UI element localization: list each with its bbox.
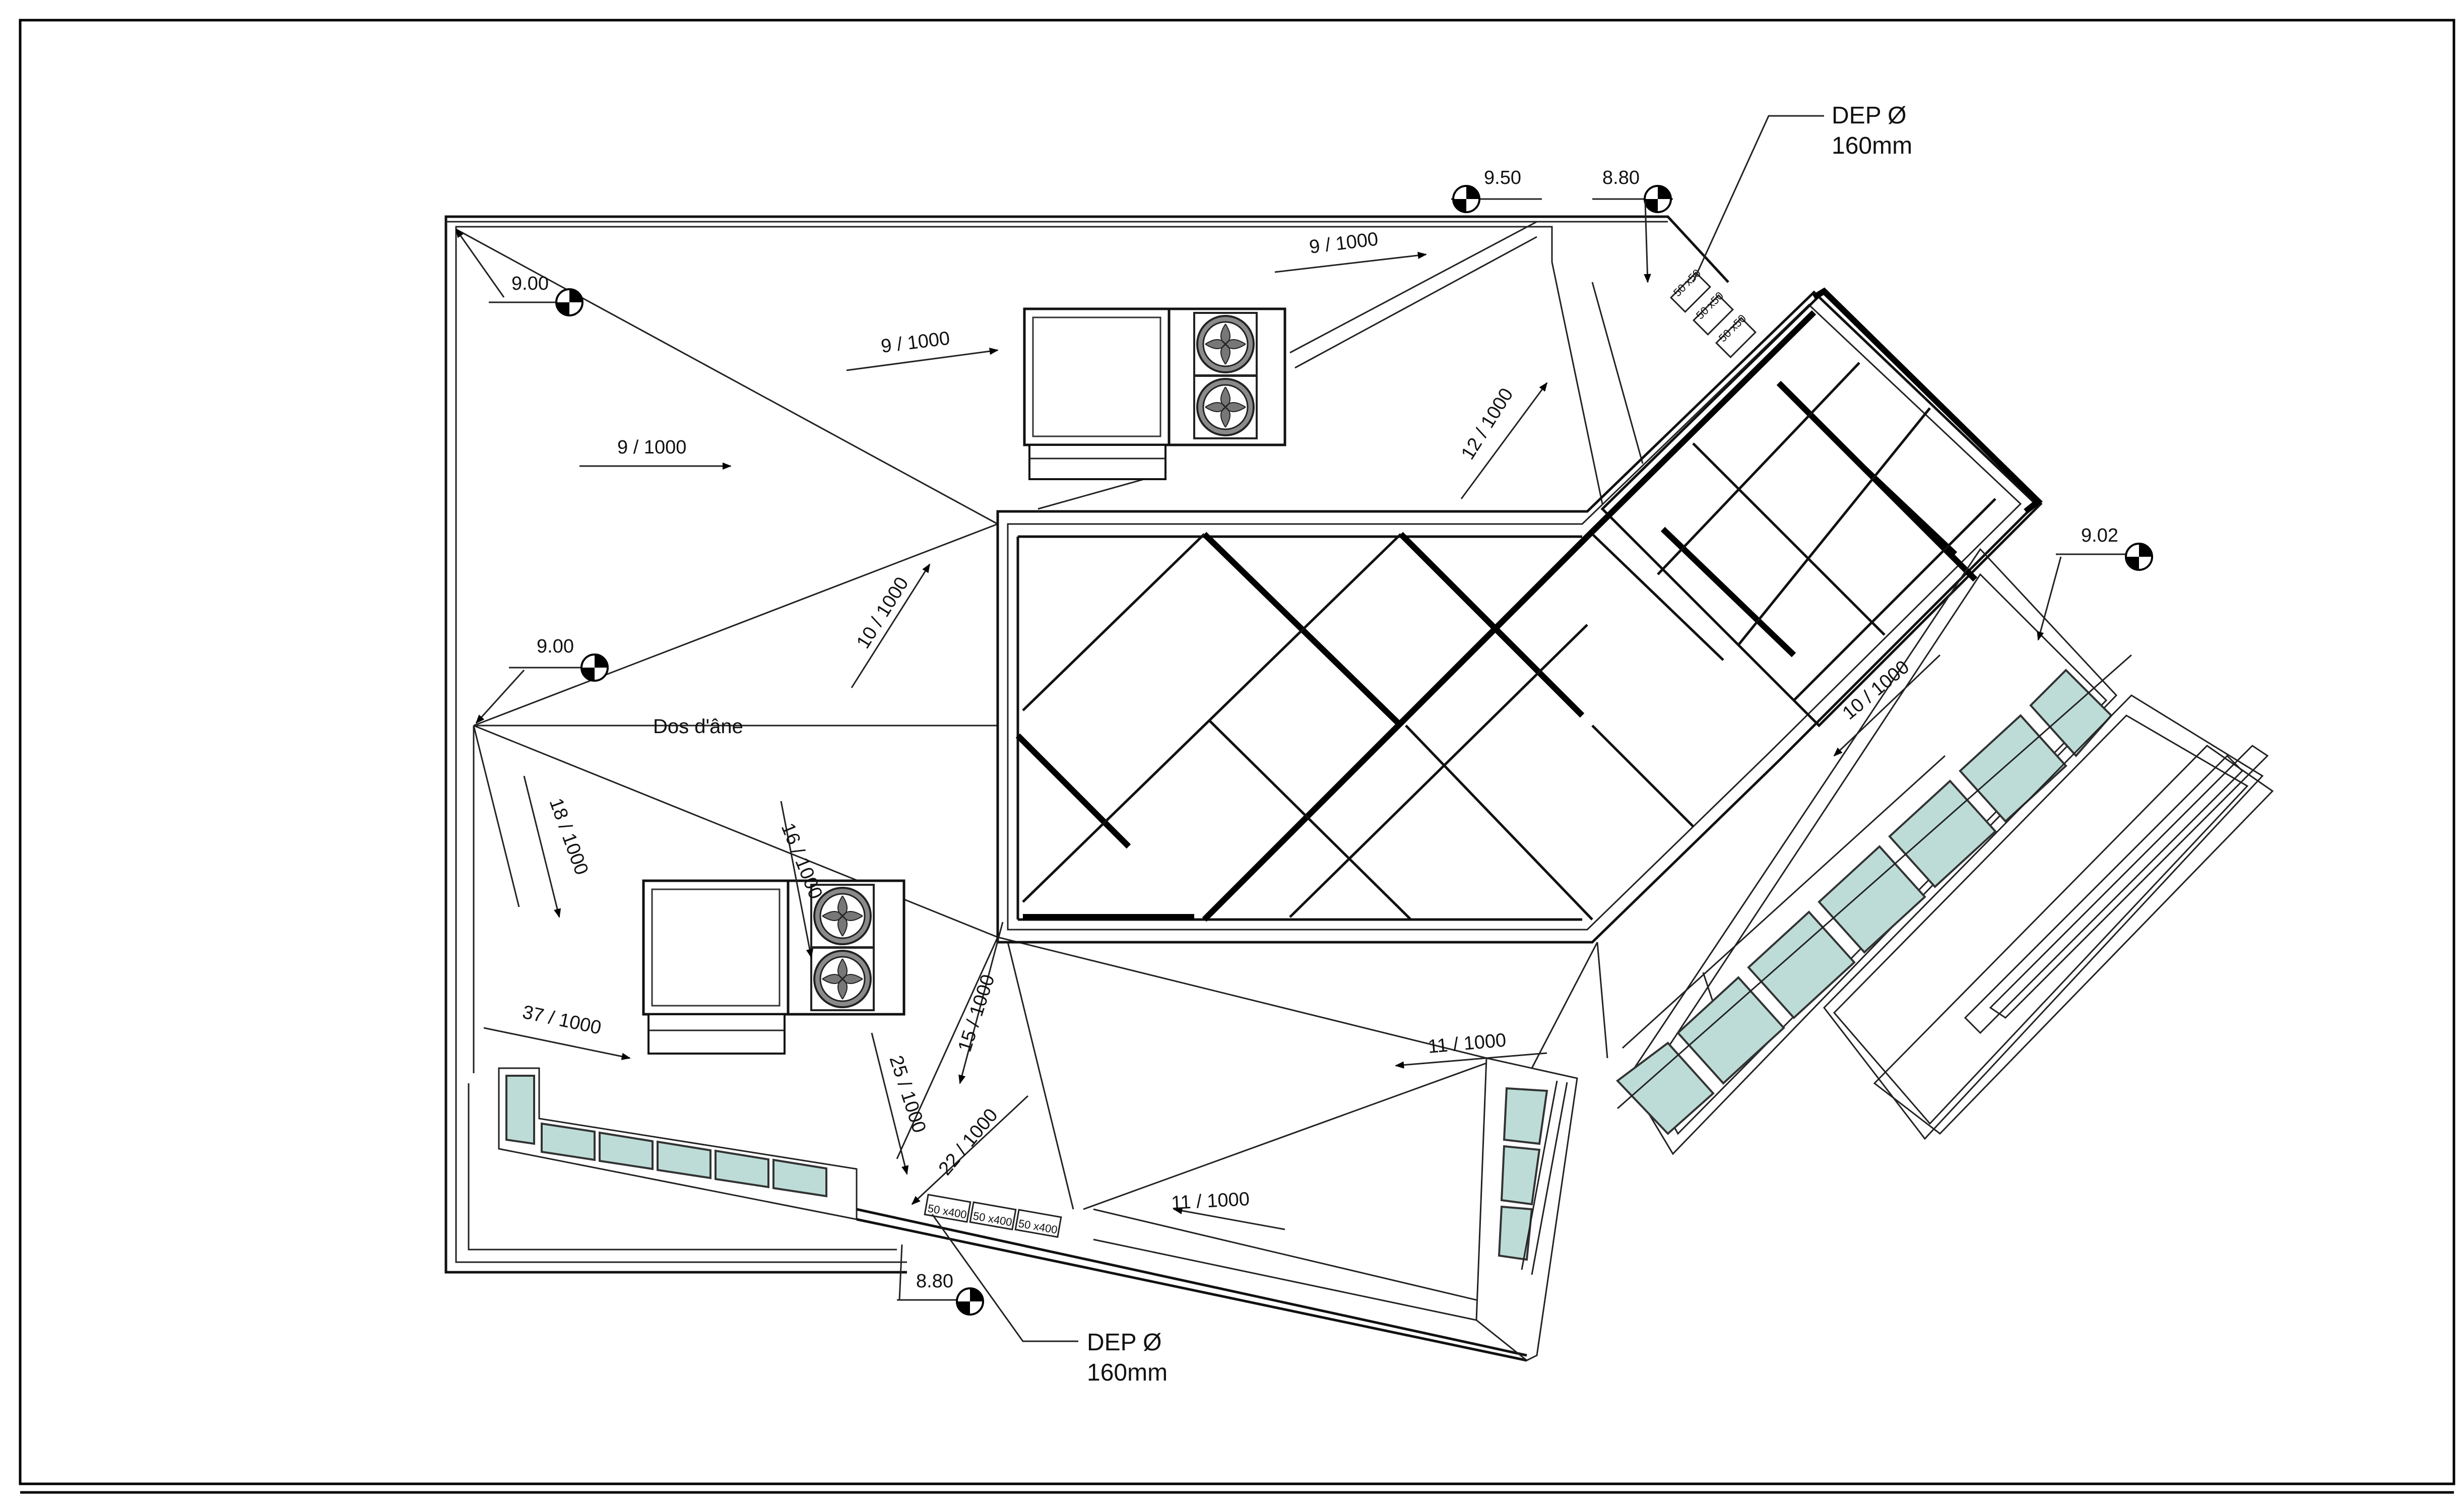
- elevation-label: 9.50: [1484, 167, 1521, 188]
- hvac-unit-top: [1023, 307, 1286, 480]
- main-roof-outline: [444, 215, 1729, 1274]
- elevation-marker-icon: [956, 1287, 984, 1316]
- glazed-strip-bottom-left: [498, 1067, 1527, 1362]
- downpipe-label: 160mm: [1832, 133, 1912, 159]
- elevation-marker-icon: [1452, 185, 1480, 213]
- slope-arrows: [483, 251, 1941, 1230]
- slope-label: 9 / 1000: [880, 328, 951, 357]
- slope-label: 12 / 1000: [1457, 384, 1518, 464]
- right-annex: [1823, 694, 2274, 1140]
- scuppers-top: 50 x50 50 x50 50 x50: [1669, 267, 1757, 359]
- elevation-marker-icon: [580, 654, 609, 682]
- slope-label: 10 / 1000: [853, 573, 913, 652]
- downpipe-label: DEP Ø: [1087, 1329, 1162, 1356]
- roof-slope-lines: [456, 221, 1946, 1210]
- slope-label: 37 / 1000: [521, 1002, 603, 1039]
- glazed-strip-right-wing: [1616, 548, 2132, 1155]
- elevation-leaders: [455, 201, 2062, 1300]
- elevation-marker-icon: [555, 288, 583, 316]
- slope-label: 11 / 1000: [1171, 1189, 1250, 1214]
- downpipe-label: DEP Ø: [1832, 102, 1907, 129]
- hvac-unit-bottom: [642, 879, 905, 1055]
- sheet-border: [19, 19, 2455, 1485]
- slope-label: 18 / 1000: [545, 796, 593, 878]
- elevation-label: 9.00: [511, 273, 549, 294]
- fan-icon: [1193, 375, 1258, 439]
- elevation-marker-icon: [1644, 185, 1672, 213]
- elevation-label: 8.80: [916, 1271, 953, 1292]
- slope-label: 25 / 1000: [885, 1053, 930, 1136]
- scupper-label: 50 x50: [1694, 289, 1726, 321]
- fan-icon: [810, 947, 875, 1011]
- slope-label: 22 / 1000: [935, 1104, 1002, 1179]
- slope-label: 9 / 1000: [1308, 229, 1379, 258]
- elevation-marker-icon: [2125, 543, 2153, 571]
- downpipe-callout-top: DEP Ø 160mm: [1692, 102, 1912, 283]
- elevation-label: 9.02: [2081, 525, 2118, 546]
- slope-label: 11 / 1000: [1427, 1030, 1507, 1058]
- slope-label: 9 / 1000: [617, 437, 686, 458]
- scuppers-bottom: 50 x400 50 x400 50 x400: [924, 1194, 1062, 1238]
- slope-label: 15 / 1000: [954, 972, 999, 1055]
- downpipe-callout-bottom: DEP Ø 160mm: [931, 1214, 1168, 1386]
- central-skylight: [996, 287, 2043, 944]
- elevation-label: 9.00: [537, 636, 574, 657]
- scupper-label: 50 x50: [1716, 312, 1748, 344]
- ridge-label: Dos d'âne: [653, 715, 743, 738]
- downpipe-label: 160mm: [1087, 1359, 1168, 1386]
- glazed-strip-bottom-middle: [1475, 1057, 1578, 1361]
- elevation-label: 8.80: [1602, 167, 1640, 188]
- fan-icon: [1193, 312, 1258, 376]
- elevation-markers: 9.50 8.80 9.00 9.00 9.02 8.80: [489, 167, 2153, 1316]
